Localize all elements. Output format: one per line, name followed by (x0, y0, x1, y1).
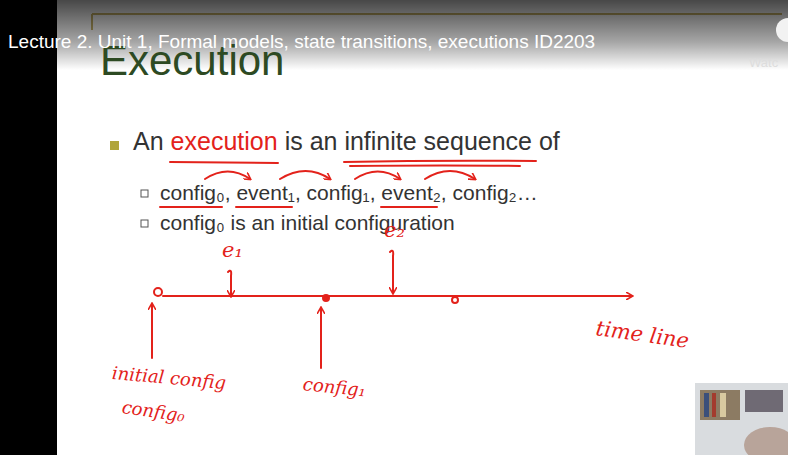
sub-bullet-text: config₀, event₁, config₁, event₂, config… (160, 180, 538, 205)
step-arrow (425, 171, 475, 179)
webcam-thumbnail (695, 383, 788, 455)
event-arrow (390, 251, 393, 293)
bullet (110, 141, 119, 150)
key-term: execution (171, 126, 278, 156)
book (704, 393, 709, 417)
step-arrow (280, 171, 330, 179)
event-label: e₁ (222, 238, 243, 263)
bullet-word: An (133, 126, 164, 156)
leader-arrow (320, 308, 322, 368)
event-arrow (228, 271, 231, 296)
underline (170, 162, 278, 163)
bookshelf (745, 390, 783, 412)
bullet-text: is an infinite sequence of (285, 126, 560, 156)
bookshelf (700, 390, 740, 420)
sub-bullet-text: config₀ is an initial configuration (160, 210, 455, 235)
watch-later: Watc (749, 55, 778, 71)
config-point (154, 288, 162, 296)
underline (350, 165, 520, 168)
annotation: initial config (111, 362, 227, 393)
config-point (323, 295, 329, 301)
ink-annotations (152, 161, 632, 368)
underline (160, 206, 222, 208)
sub-bullet (141, 220, 148, 227)
axis-label: time line (594, 316, 690, 354)
underline (236, 206, 292, 208)
step-arrow (355, 172, 400, 180)
step-arrow (205, 172, 250, 180)
config-point (452, 297, 458, 303)
bullet-line: Anexecutionis an infinite sequence of (133, 126, 560, 156)
book (712, 393, 716, 417)
underline (344, 161, 536, 162)
overlay-icon (776, 18, 788, 42)
underline (381, 206, 437, 208)
leader-arrow (151, 304, 153, 358)
annotation: config₀ (120, 396, 186, 426)
event-label: e₂ (384, 218, 405, 243)
annotation: config₁ (302, 373, 367, 401)
sub-bullet (141, 190, 148, 197)
time-line (163, 295, 632, 297)
person (744, 427, 788, 455)
book (720, 393, 726, 417)
video-title: Lecture 2. Unit 1, Formal models, state … (8, 31, 595, 54)
